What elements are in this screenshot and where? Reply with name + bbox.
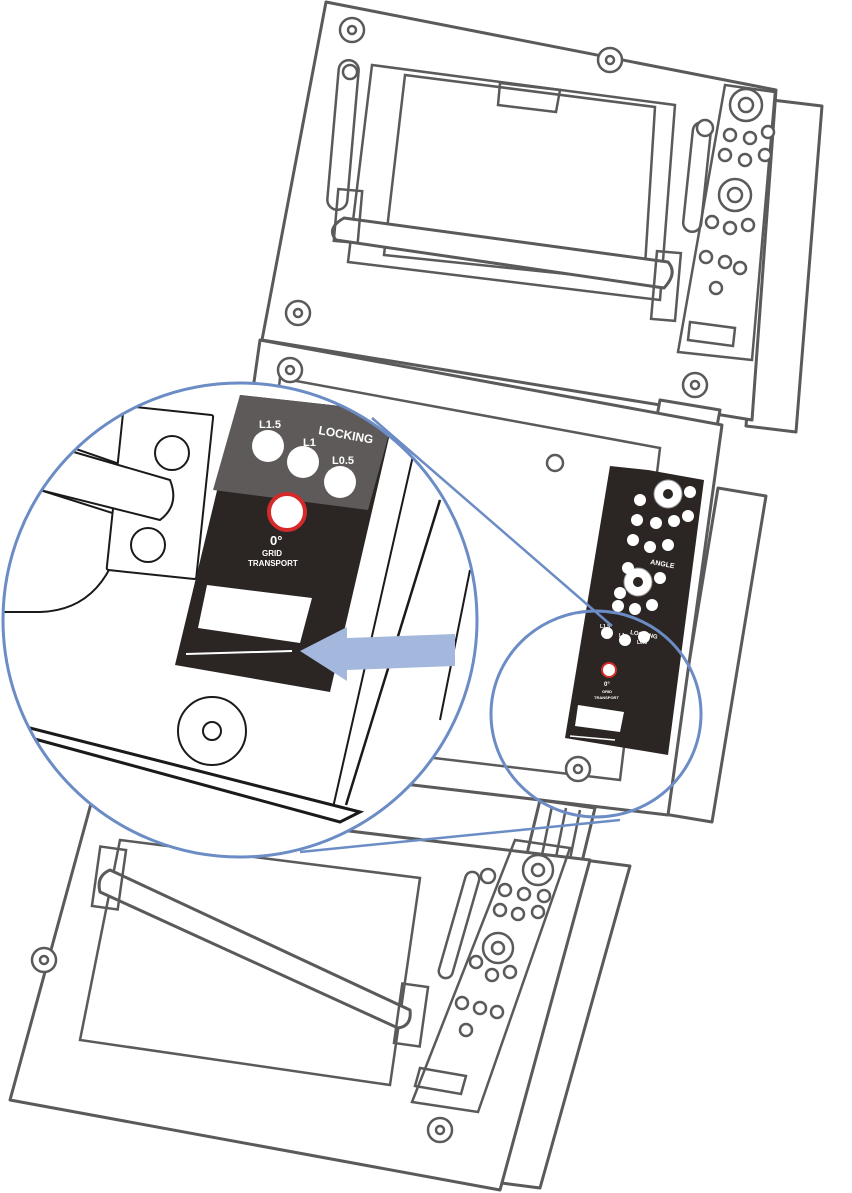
small-zoom-circle [489, 609, 703, 819]
small-transport-label: TRANSPORT [594, 695, 619, 700]
small-l1-label: L1 [619, 633, 625, 639]
transport-label: TRANSPORT [248, 559, 298, 568]
l05-label: L0.5 [332, 455, 354, 467]
top-grid-unit [260, 0, 824, 434]
zero-degree-indicator [267, 492, 307, 532]
zoom-callout-connectors [299, 417, 621, 854]
alignment-mark [185, 650, 293, 655]
pointer-arrow [300, 627, 455, 681]
l1-label: L1 [303, 437, 316, 449]
small-grid-label: GRID [602, 689, 612, 694]
label-area [198, 585, 312, 643]
zero-degree-label: 0° [270, 533, 282, 548]
grid-label: GRID [262, 549, 282, 558]
locking-button-l05 [324, 466, 356, 498]
locking-button-l15 [252, 430, 284, 462]
small-zero-label: 0° [604, 682, 610, 688]
small-l05-label: L0.5 [637, 640, 647, 646]
small-l15-label: L1.5 [600, 624, 610, 630]
bottom-grid-unit [8, 798, 632, 1192]
small-zero-indicator [601, 662, 617, 678]
small-locking-label: LOCKING [630, 630, 659, 641]
l15-label: L1.5 [259, 419, 281, 431]
locking-button-l1 [287, 446, 319, 478]
zoom-detail: LOCKING L1.5 L1 L0.5 0° GRID TRANSPORT [1, 381, 479, 859]
small-control-panel: ANGLE LOCKING L1.5 L1 L0.5 0° GRID TRANS… [565, 466, 704, 755]
small-angle-label: ANGLE [650, 559, 676, 570]
